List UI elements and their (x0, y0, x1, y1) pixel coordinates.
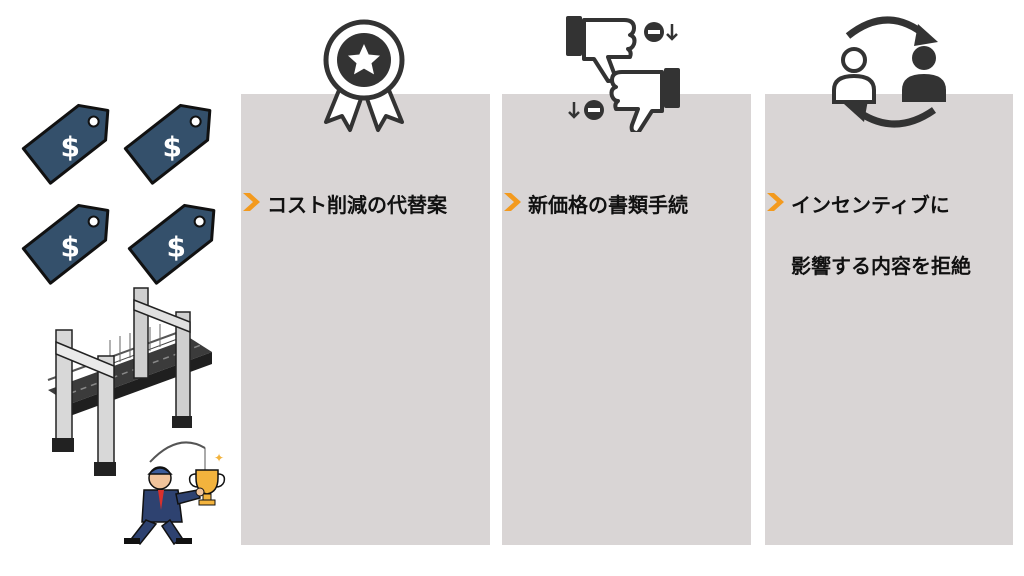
bridge-illustration (47, 287, 212, 476)
chevron-right-icon (767, 193, 784, 211)
bullet-item: コスト削減の代替案 (241, 188, 447, 222)
bullet-text: インセンティブに 影響する内容を拒絶 (791, 188, 971, 283)
svg-text:$: $ (61, 130, 80, 163)
chevron-right-icon (243, 193, 260, 211)
left-illustrations: $ $ $ $ (21, 103, 226, 546)
price-tag-icon: $ (127, 203, 216, 285)
award-ribbon-icon (323, 19, 405, 132)
bullet-text: 新価格の書類手続 (528, 188, 688, 222)
svg-text:$: $ (167, 230, 186, 263)
bullet-line: 新価格の書類手続 (528, 193, 688, 217)
businessman-trophy-illustration: ✦ (124, 441, 226, 546)
column-panel-2: 新価格の書類手続 (502, 94, 751, 545)
price-tag-icon: $ (21, 103, 110, 185)
bullet-text: コスト削減の代替案 (267, 188, 447, 222)
svg-text:$: $ (163, 130, 182, 163)
thumbs-down-icon (566, 16, 680, 132)
bullet-line: 影響する内容を拒絶 (791, 254, 971, 278)
bullet-item: 新価格の書類手続 (502, 188, 688, 222)
bullet-item: インセンティブに 影響する内容を拒絶 (765, 188, 971, 283)
price-tag-icon: $ (21, 203, 110, 285)
svg-text:$: $ (61, 230, 80, 263)
bullet-line: コスト削減の代替案 (267, 193, 447, 217)
price-tag-icon: $ (123, 103, 212, 185)
column-panel-3: インセンティブに 影響する内容を拒絶 (765, 94, 1013, 545)
svg-text:✦: ✦ (214, 451, 224, 465)
person-swap-icon (832, 16, 946, 128)
chevron-right-icon (504, 193, 521, 211)
column-panel-1: コスト削減の代替案 (241, 94, 490, 545)
bullet-line: インセンティブに (791, 193, 950, 217)
